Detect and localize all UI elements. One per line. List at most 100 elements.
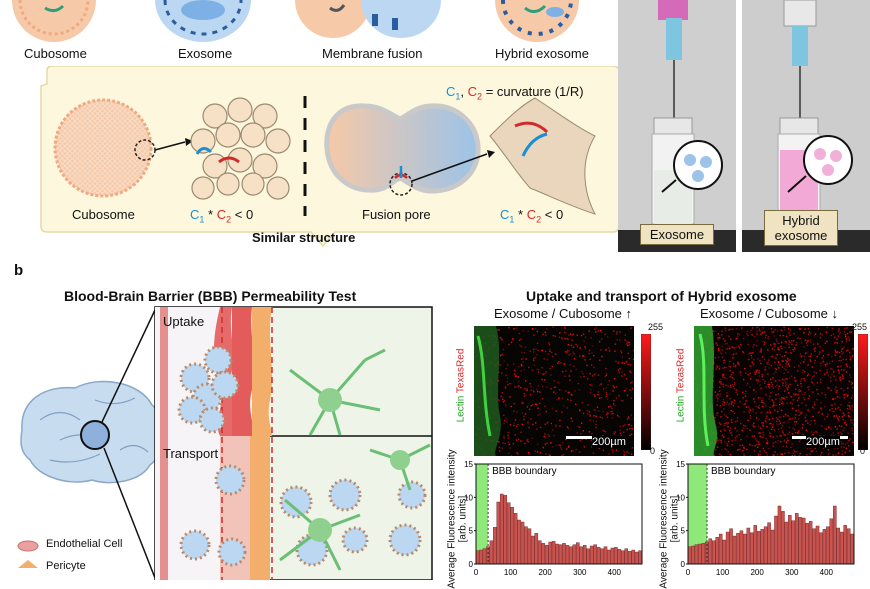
left-subtitle: Exosome / Cubosome ↑ (494, 306, 632, 321)
profile-bar (556, 544, 559, 564)
profile-bar (511, 507, 514, 564)
profile-bar (521, 522, 524, 564)
colorbar-left (641, 334, 651, 450)
scale-bar-left: 200µm (592, 436, 626, 448)
profile-bar (632, 550, 635, 564)
profile-bar (768, 523, 771, 564)
profile-bar (754, 525, 757, 564)
profile-bar (799, 517, 802, 564)
x-tick-label: 200 (538, 568, 552, 577)
profile-bar (528, 529, 531, 564)
cbar-min-right: 0 (860, 446, 865, 456)
x-tick-label: 200 (750, 568, 764, 577)
y-tick-label: 5 (469, 527, 474, 536)
cbar-max-left: 255 (648, 322, 663, 332)
profile-bar (507, 503, 510, 564)
profile-bar (726, 532, 729, 564)
profile-bar (816, 526, 819, 564)
profile-bar (614, 547, 617, 564)
profile-bar (716, 537, 719, 564)
profile-bar (559, 545, 562, 564)
profile-bar (806, 523, 809, 564)
profile-bar (740, 531, 743, 564)
profile-bar (795, 513, 798, 564)
profile-bar (747, 528, 750, 564)
profile-bar (750, 533, 753, 564)
profile-bar (580, 547, 583, 564)
profile-bar (569, 547, 572, 564)
profile-bar (538, 541, 541, 564)
uptake-title: Uptake and transport of Hybrid exosome (526, 288, 797, 304)
profile-bar (840, 532, 843, 564)
profile-bar (792, 521, 795, 564)
profile-bar (844, 525, 847, 564)
profile-bar (761, 529, 764, 564)
profile-bar (566, 545, 569, 564)
vial-tag-exosome: Exosome (640, 224, 714, 245)
profile-bar (493, 527, 496, 564)
profile-bar (621, 551, 624, 564)
profile-bar (573, 545, 576, 564)
endothelial-legend-icon (18, 541, 38, 551)
profile-bar (639, 551, 642, 564)
profile-bar (611, 548, 614, 564)
pericyte-legend-icon (18, 560, 38, 568)
cbar-min-left: 0 (650, 446, 655, 456)
profile-bar (851, 534, 854, 564)
profile-bar (504, 495, 507, 564)
profile-bar (542, 543, 545, 564)
profile-bar (552, 541, 555, 564)
profile-bar (778, 506, 781, 564)
label-membrane-fusion: Membrane fusion (322, 46, 422, 61)
profile-bar (590, 546, 593, 564)
top-particles-illustration (0, 0, 620, 45)
legend-pericyte: Pericyte (46, 560, 86, 572)
right-vial-zoom-icon (804, 136, 852, 184)
profile-bar (730, 529, 733, 564)
colorbar-right (858, 334, 868, 450)
profile-bar (785, 522, 788, 564)
profile-bar (500, 494, 503, 564)
channel-label-right: Lectin TexasRed (675, 349, 686, 423)
profile-bar (757, 531, 760, 564)
hybrid-exosome-particle-icon (495, 0, 579, 42)
x-tick-label: 400 (820, 568, 834, 577)
profile-bar (813, 529, 816, 564)
profile-bar (597, 547, 600, 564)
profile-bar (809, 521, 812, 564)
profile-bar (604, 547, 607, 564)
label-exosome: Exosome (178, 46, 232, 61)
x-tick-label: 100 (716, 568, 730, 577)
profile-bar (719, 534, 722, 564)
inset-formula-right: C1 * C2 < 0 (500, 207, 563, 225)
profile-bar (490, 541, 493, 564)
profile-bar (625, 549, 628, 564)
profile-bar (802, 518, 805, 564)
profile-bar (723, 540, 726, 564)
profile-bar (545, 545, 548, 564)
profile-bar (549, 542, 552, 564)
profile-bar (712, 541, 715, 564)
x-tick-label: 300 (573, 568, 587, 577)
profile-bar (837, 528, 840, 564)
x-tick-label: 0 (686, 568, 691, 577)
bbb-label-transport: Transport (163, 446, 218, 461)
profile-bar (535, 533, 538, 564)
channel-label-left: Lectin TexasRed (455, 349, 466, 423)
profile-bar (833, 506, 836, 564)
y-tick-label: 5 (681, 527, 686, 536)
profile-bar (583, 545, 586, 564)
x-tick-label: 300 (785, 568, 799, 577)
ylabel-right: Average Fluorescence intensity[arb. unit… (659, 449, 681, 588)
fusion-pore-shape (327, 106, 478, 191)
label-hybrid-exosome: Hybrid exosome (495, 46, 589, 61)
profile-bar (594, 545, 597, 564)
label-cubosome: Cubosome (24, 46, 87, 61)
profile-bar (695, 545, 698, 564)
bbb-boundary-label: BBB boundary (492, 466, 557, 477)
cubosome-disk (55, 100, 151, 196)
inset-similar-structure: Similar structure (252, 230, 355, 245)
profile-bar (823, 529, 826, 564)
